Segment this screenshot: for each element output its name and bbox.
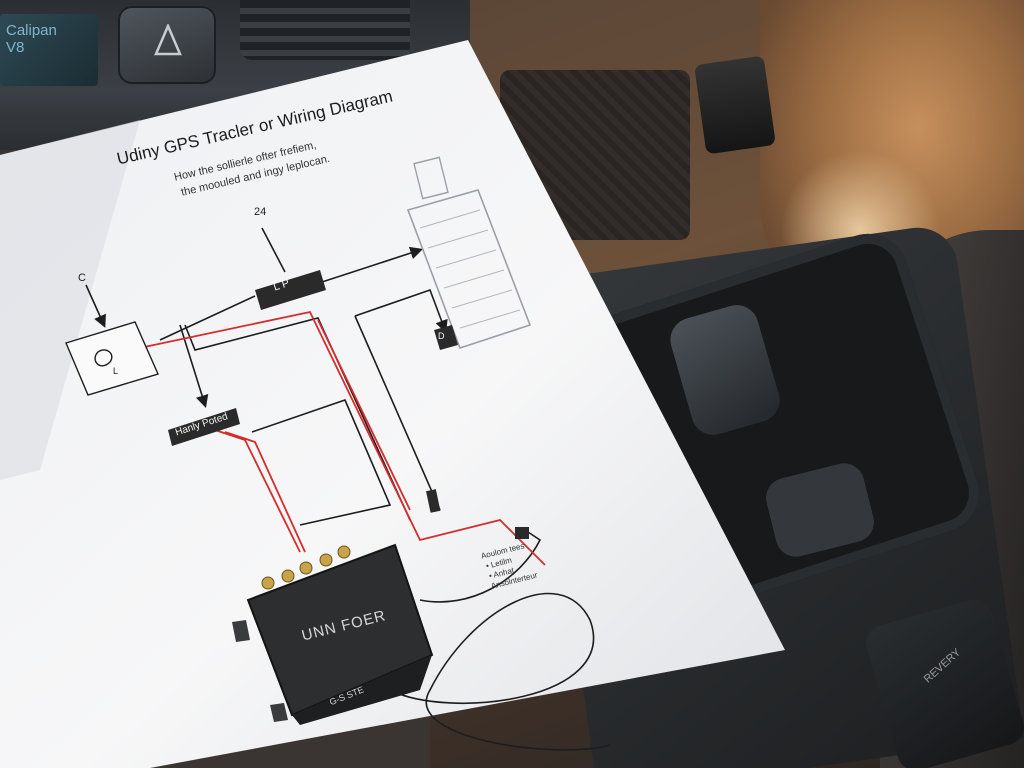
ignition-switch-box [65,321,159,396]
vehicle-battery-outline [406,156,532,349]
hazard-button [118,6,216,84]
device-label: G-S STE [328,684,366,708]
paper-sheet [0,40,785,768]
gps-tracker-device [232,543,434,725]
harness-connector [515,527,529,539]
paper-shadow [0,120,140,480]
device-name: UNN FOER [300,607,388,645]
switch-letters: L [113,366,119,376]
label-c: C [78,272,86,284]
relay-tag-label: Hanly Poted [174,411,230,439]
fuse-connector [434,325,458,350]
air-vent [240,0,410,60]
hazard-icon [154,24,182,56]
gold-terminals [261,545,351,590]
lp-box-label: L P [272,277,291,294]
dashboard-screen: Calipan V8 [0,14,98,86]
lp-module-box [255,270,326,310]
label-24: 24 [254,206,267,218]
connector-d: D [438,331,445,341]
relay-tag [168,408,240,446]
inline-connector [426,489,441,513]
key-icon [94,349,113,367]
